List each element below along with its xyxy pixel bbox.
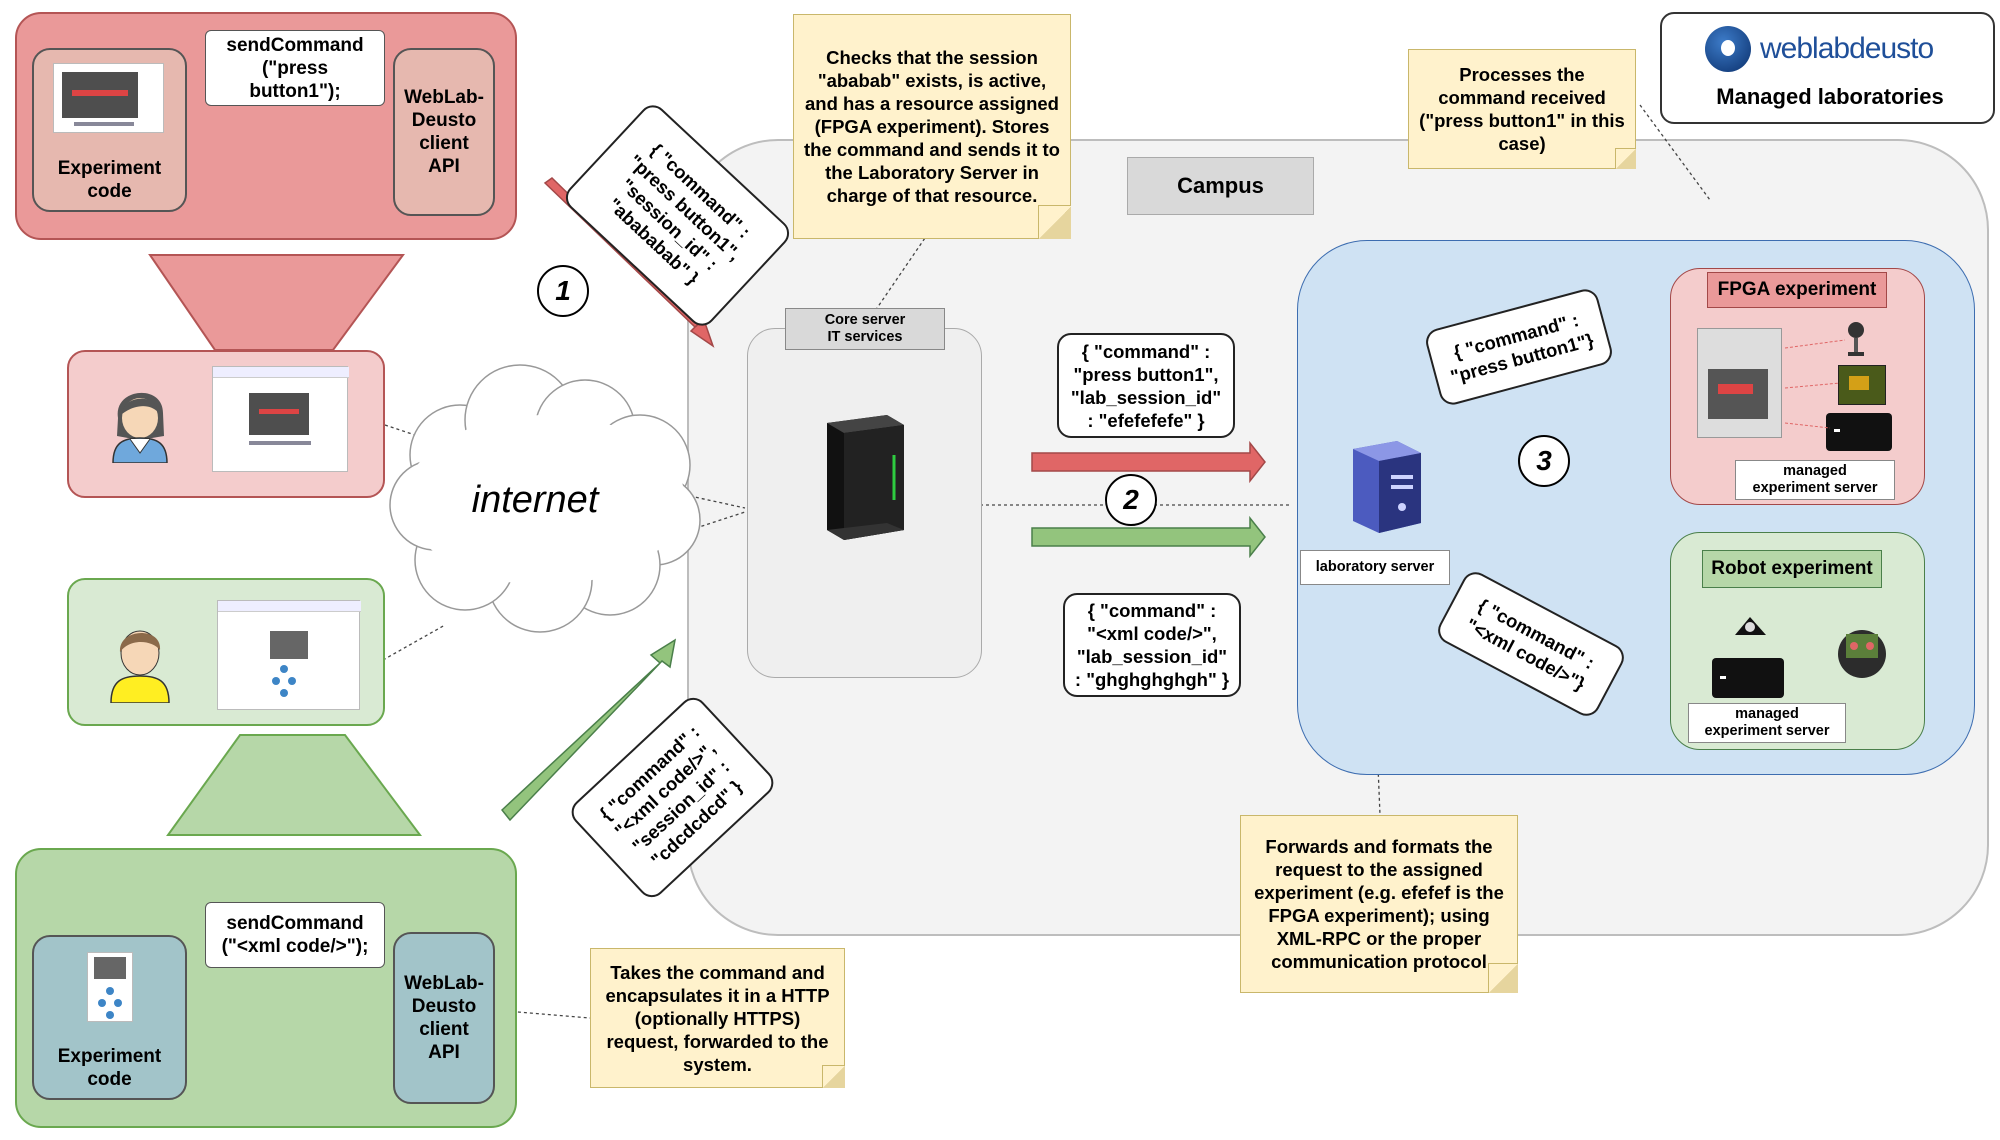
male-user-icon (108, 618, 173, 704)
weblab-logo-icon (1705, 26, 1751, 72)
bottom-funnel (166, 734, 422, 836)
note-core-server: Checks that the session "ababab" exists,… (793, 14, 1071, 239)
fpga-board-icon (1838, 365, 1886, 405)
robot-icon (1832, 620, 1892, 680)
core-server-icon (812, 405, 907, 543)
laboratory-server-icon (1345, 435, 1425, 535)
arrow-step1-green (500, 638, 677, 822)
note-forwards: Forwards and formats the request to the … (1240, 815, 1518, 993)
fpga-managed-server-label: managed experiment server (1735, 460, 1895, 500)
connector-logo-note (1639, 104, 1711, 201)
top-funnel (148, 254, 405, 351)
step1-number: 1 (537, 265, 589, 317)
laboratory-server-label: laboratory server (1300, 550, 1450, 585)
arrow-step2-red (1031, 440, 1266, 484)
top-send-command-box: sendCommand ("press button1"); (205, 30, 385, 106)
step2-green-message: { "command" : "<xml code/>", "lab_sessio… (1063, 593, 1241, 697)
connector-user1-internet (384, 424, 431, 441)
campus-label: Campus (1127, 157, 1314, 215)
top-client-api-box: WebLab- Deusto client API (393, 48, 495, 216)
internet-label: internet (471, 478, 599, 521)
note-takes: Takes the command and encapsulates it in… (590, 948, 845, 1088)
logo-caption: Managed laboratories (1716, 84, 1944, 109)
bottom-experiment-code-box: Experiment code (32, 935, 187, 1100)
robot-experiment-title: Robot experiment (1702, 550, 1882, 588)
note-processes: Processes the command received ("press b… (1408, 49, 1636, 169)
top-experiment-screenshot (53, 63, 164, 133)
fpga-server-box-icon (1826, 413, 1892, 451)
note-processes-corner (1615, 148, 1636, 169)
note-forwards-corner (1488, 963, 1518, 993)
robot-camera-icon (1733, 613, 1768, 638)
step2-number: 2 (1105, 474, 1157, 526)
bottom-send-command-box: sendCommand ("<xml code/>"); (205, 902, 385, 968)
step3-number: 3 (1518, 435, 1570, 487)
fpga-wiring (1785, 339, 1846, 429)
note-takes-corner (822, 1065, 845, 1088)
connector-internet-core2 (689, 511, 746, 531)
fpga-cabinet-icon (1697, 328, 1782, 438)
red-user-browser (212, 366, 349, 472)
female-user-icon (108, 378, 173, 464)
bottom-client-api-box: WebLab- Deusto client API (393, 932, 495, 1104)
bottom-experiment-screenshot (87, 952, 133, 1022)
fpga-camera-icon (1845, 320, 1867, 358)
note-core-corner (1038, 205, 1071, 239)
connector-user2-internet (382, 624, 446, 661)
core-server-label: Core server IT services (785, 308, 945, 350)
arrow-step2-green (1031, 515, 1266, 559)
robot-managed-server-label: managed experiment server (1688, 703, 1846, 743)
step2-red-message: { "command" : "press button1", "lab_sess… (1057, 333, 1235, 438)
robot-server-box-icon (1712, 658, 1784, 698)
green-user-browser (217, 600, 361, 710)
fpga-experiment-title: FPGA experiment (1707, 272, 1887, 308)
connector-api-note (493, 1009, 591, 1019)
logo-brand: weblabdeusto (1760, 32, 1934, 65)
